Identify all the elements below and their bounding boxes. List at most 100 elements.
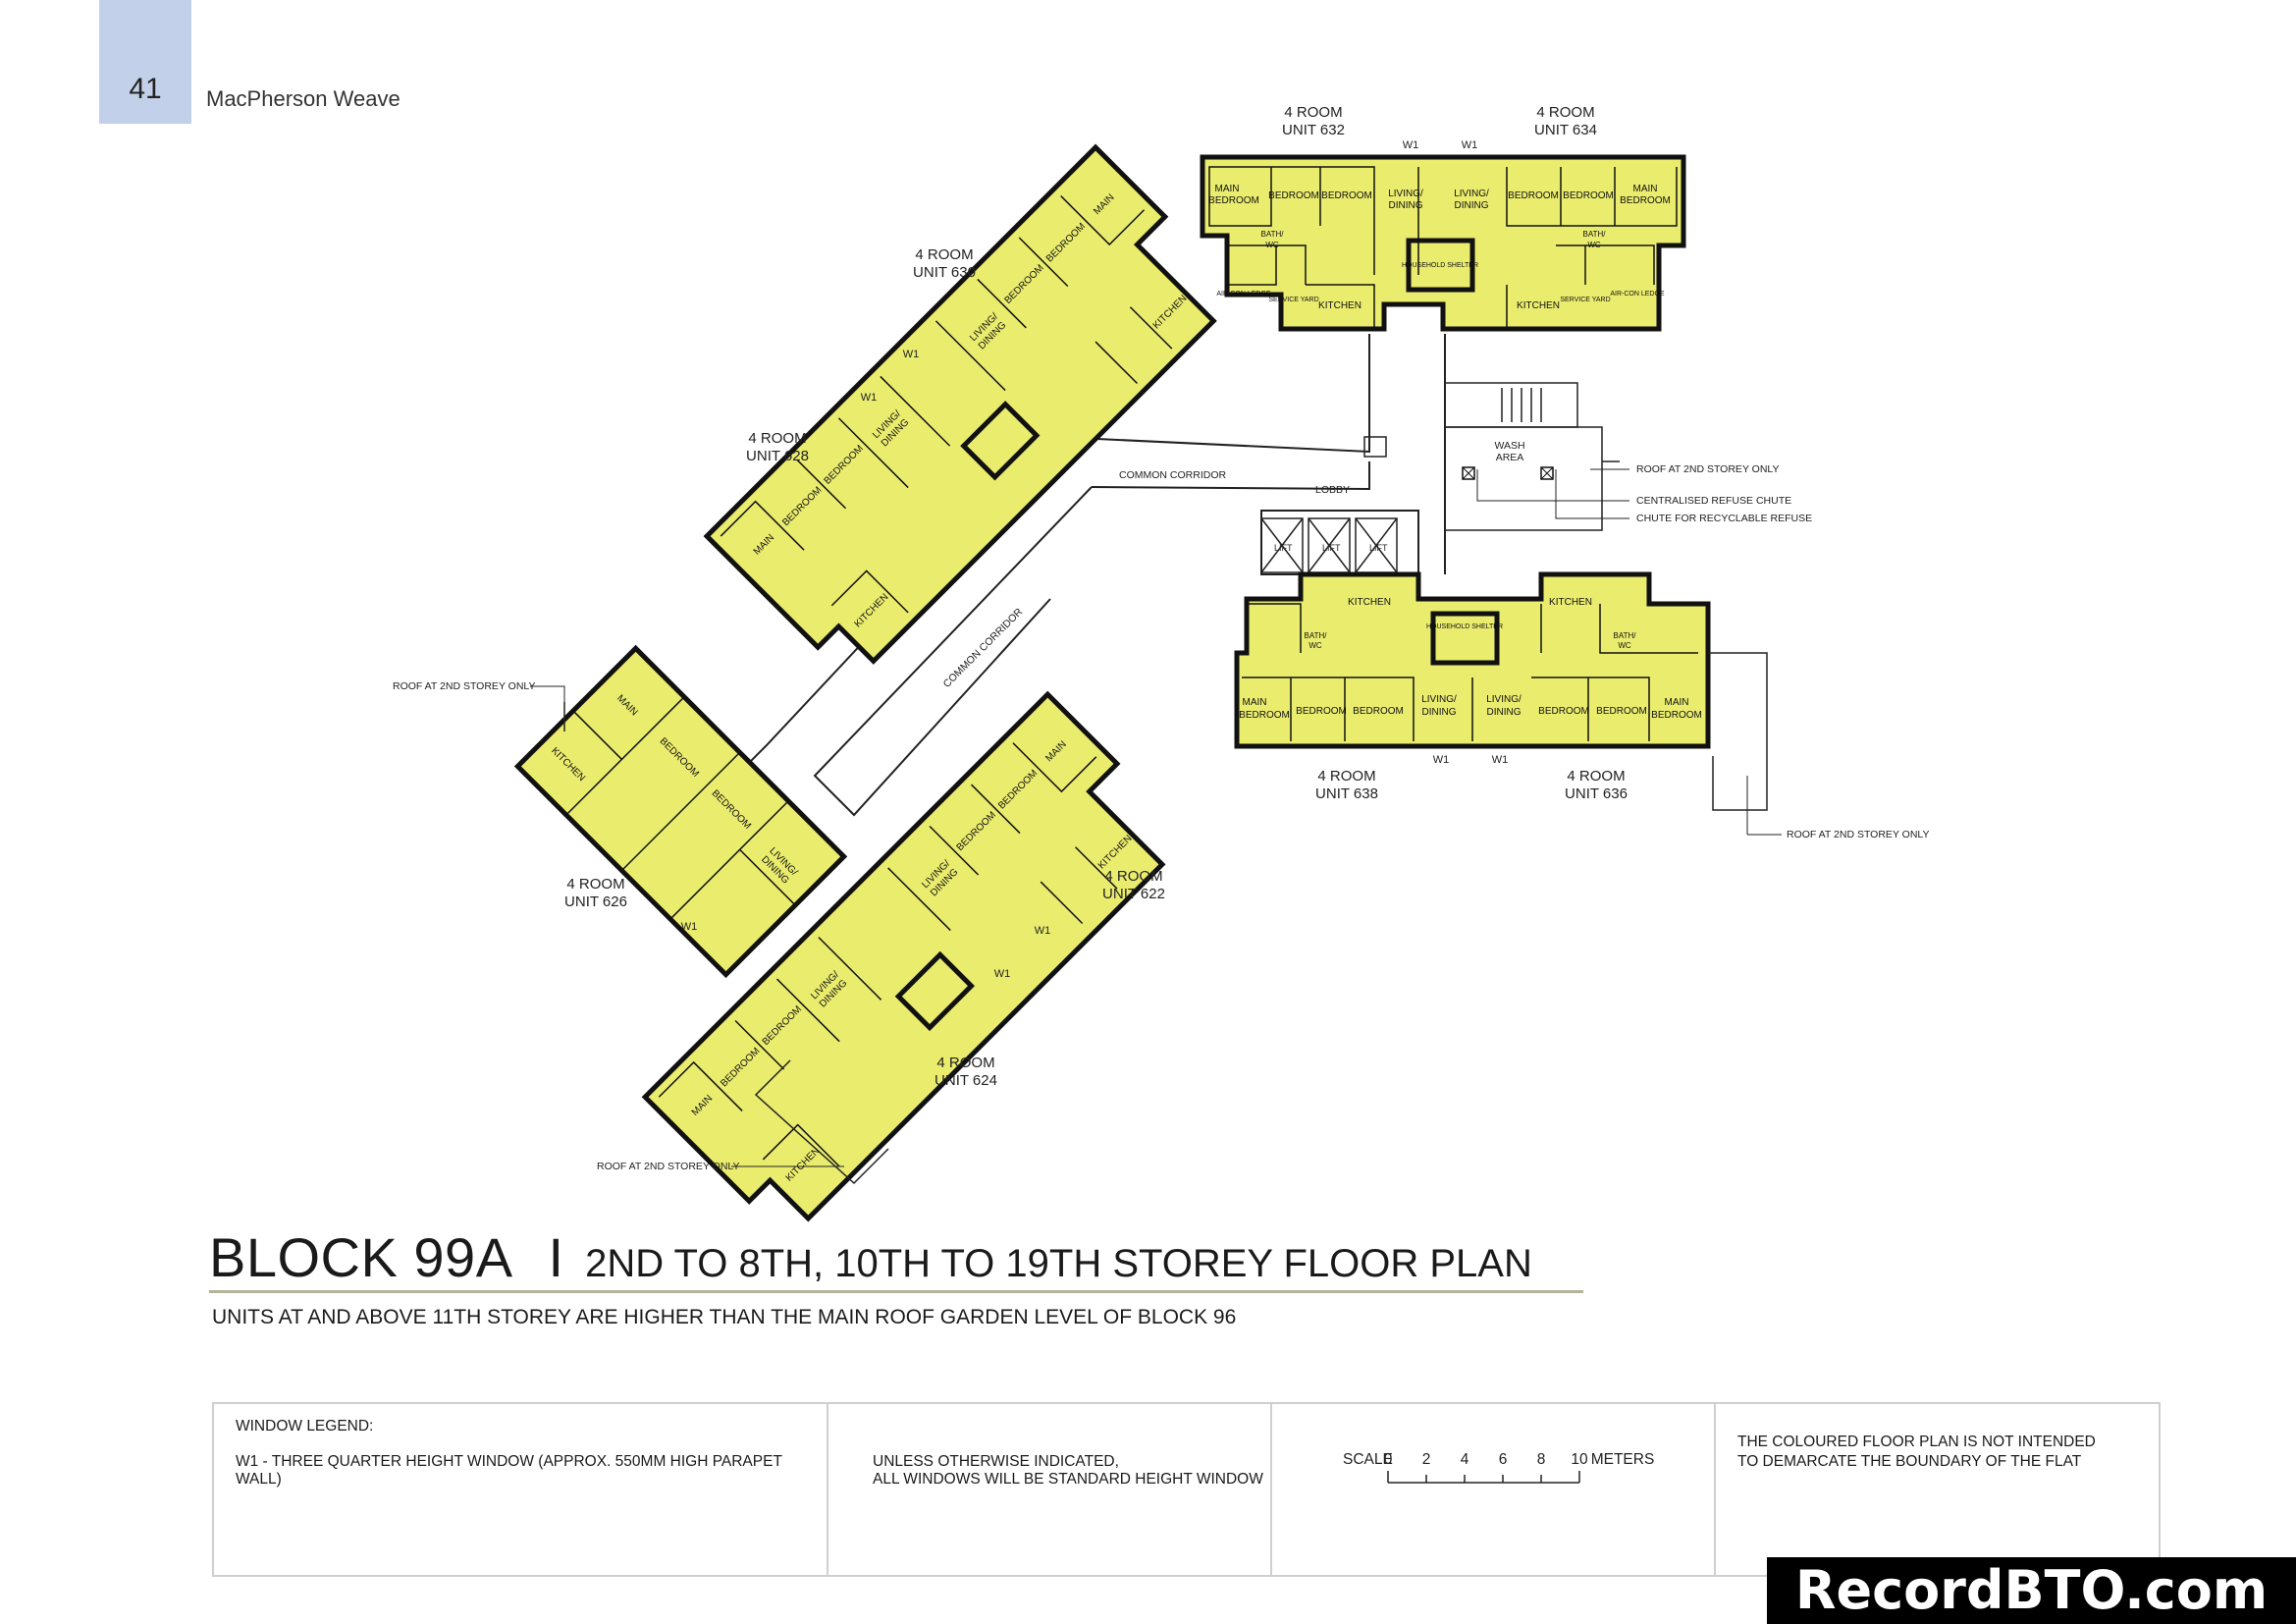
- unit-636-type: 4 ROOM: [1567, 768, 1625, 785]
- room-bedroom: BEDROOM: [1268, 190, 1319, 201]
- unit-630-label: UNIT 630: [913, 264, 976, 281]
- scale-unit: METERS: [1591, 1451, 1655, 1468]
- room-bedroom: BEDROOM: [1321, 190, 1372, 201]
- room-bedroom: BEDROOM: [1563, 190, 1614, 201]
- lift-label: LIFT: [1322, 543, 1341, 553]
- window-tag: W1: [861, 392, 878, 404]
- room-bedroom: BEDROOM: [1296, 706, 1347, 717]
- room-living: LIVING/: [1486, 694, 1522, 705]
- wing-d-west: [513, 644, 848, 979]
- roof-2nd-label: ROOF AT 2ND STOREY ONLY: [597, 1161, 739, 1172]
- wing-a: [1200, 154, 1686, 332]
- standard-window-note-2: ALL WINDOWS WILL BE STANDARD HEIGHT WIND…: [873, 1471, 1263, 1488]
- room-living-2: DINING: [1455, 200, 1489, 211]
- room-wc: WC: [1308, 641, 1322, 650]
- scale-bar: SCALE 0 2 4 6 8 10 METERS: [1272, 1404, 1716, 1575]
- refuse-core: [1444, 382, 1620, 531]
- wash-area-label-2: AREA: [1496, 452, 1524, 463]
- room-main-2: BEDROOM: [1208, 195, 1259, 206]
- window-tag: W1: [903, 349, 920, 360]
- room-aircon: AIR-CON LEDGE: [1610, 291, 1665, 298]
- scale-label: SCALE: [1343, 1451, 1393, 1468]
- window-tag: W1: [1035, 925, 1051, 937]
- room-wc: WC: [1587, 241, 1601, 249]
- lobby-label: LOBBY: [1315, 484, 1350, 496]
- unit-628-label: UNIT 628: [746, 448, 809, 464]
- refuse-chute-label: CENTRALISED REFUSE CHUTE: [1636, 495, 1791, 507]
- room-main-2: BEDROOM: [1239, 710, 1290, 721]
- unit-634-label: UNIT 634: [1534, 122, 1597, 138]
- unit-636-label: UNIT 636: [1565, 785, 1628, 802]
- block-name: BLOCK 99A: [209, 1226, 513, 1288]
- room-living: LIVING/: [1421, 694, 1457, 705]
- unit-632-label: UNIT 632: [1282, 122, 1345, 138]
- room-bedroom: BEDROOM: [1538, 706, 1589, 717]
- room-bath: BATH/: [1583, 230, 1607, 239]
- unit-622-label: UNIT 622: [1102, 886, 1165, 902]
- title-separator: I: [548, 1226, 564, 1288]
- room-kitchen: KITCHEN: [1318, 300, 1362, 311]
- unit-638-label: UNIT 638: [1315, 785, 1378, 802]
- roof-2nd-label: ROOF AT 2ND STOREY ONLY: [393, 680, 535, 692]
- unit-622-type: 4 ROOM: [1104, 868, 1162, 885]
- room-wc: WC: [1265, 241, 1279, 249]
- project-name: MacPherson Weave: [206, 86, 400, 111]
- unit-628-type: 4 ROOM: [748, 430, 806, 447]
- room-kitchen: KITCHEN: [1549, 597, 1592, 608]
- room-main-2: BEDROOM: [1651, 710, 1702, 721]
- scale-tick-2: 2: [1422, 1451, 1431, 1468]
- room-living-2: DINING: [1422, 707, 1457, 718]
- room-service-yard: SERVICE YARD: [1268, 297, 1318, 303]
- storey-note: UNITS AT AND ABOVE 11TH STOREY ARE HIGHE…: [212, 1306, 1237, 1328]
- room-kitchen: KITCHEN: [1348, 597, 1391, 608]
- page-tab: [99, 0, 191, 124]
- scale-tick-8: 8: [1537, 1451, 1546, 1468]
- title-rule: [209, 1290, 1583, 1293]
- wing-b: [703, 143, 1217, 665]
- window-tags: W1 W1 W1 W1 W1 W1 W1 W1 W1: [681, 139, 1509, 980]
- lift-label: LIFT: [1274, 543, 1293, 553]
- room-living-2: DINING: [1487, 707, 1522, 718]
- room-main: MAIN: [1243, 697, 1267, 708]
- room-aircon: AIR-CON LEDGE: [1216, 291, 1271, 298]
- wing-c: [1234, 571, 1711, 749]
- legend-box: WINDOW LEGEND: W1 - THREE QUARTER HEIGHT…: [212, 1402, 2161, 1577]
- room-wc: WC: [1618, 641, 1631, 650]
- room-service-yard: SERVICE YARD: [1560, 297, 1610, 303]
- room-bedroom: BEDROOM: [1353, 706, 1404, 717]
- room-bedroom: BEDROOM: [1596, 706, 1647, 717]
- window-tag: W1: [994, 968, 1011, 980]
- room-living-2: DINING: [1389, 200, 1423, 211]
- room-living: LIVING/: [1388, 189, 1423, 199]
- watermark: RecordBTO.com: [1767, 1557, 2296, 1624]
- room-bedroom: BEDROOM: [1508, 190, 1559, 201]
- window-tag: W1: [1492, 754, 1509, 766]
- refuse-chute-icon: [1462, 466, 1475, 480]
- room-bath: BATH/: [1614, 631, 1637, 640]
- lift-label: LIFT: [1369, 543, 1388, 553]
- roof-2nd-label: ROOF AT 2ND STOREY ONLY: [1636, 463, 1779, 475]
- room-main: MAIN: [1633, 184, 1658, 194]
- window-tag: W1: [1433, 754, 1450, 766]
- window-tag: W1: [1462, 139, 1478, 151]
- window-tag: W1: [1403, 139, 1419, 151]
- room-main: MAIN: [1215, 184, 1240, 194]
- unit-labels: 4 ROOM UNIT 632 4 ROOM UNIT 634 4 ROOM U…: [564, 104, 1628, 1089]
- room-shelter: HOUSEHOLD SHELTER: [1426, 623, 1503, 630]
- wash-area-label: WASH: [1494, 440, 1524, 452]
- unit-624-type: 4 ROOM: [936, 1055, 994, 1071]
- scale-tick-10: 10: [1571, 1451, 1588, 1468]
- common-corridor-label: COMMON CORRIDOR: [1119, 469, 1226, 481]
- common-corridor-label-2: COMMON CORRIDOR: [941, 606, 1026, 690]
- unit-624-label: UNIT 624: [934, 1072, 997, 1089]
- room-kitchen: KITCHEN: [1517, 300, 1560, 311]
- room-shelter: HOUSEHOLD SHELTER: [1402, 262, 1478, 269]
- standard-window-note: UNLESS OTHERWISE INDICATED, ALL WINDOWS …: [828, 1404, 1272, 1575]
- room-main-2: BEDROOM: [1620, 195, 1671, 206]
- unit-634-type: 4 ROOM: [1536, 104, 1594, 121]
- leader-lines: [530, 468, 1782, 1167]
- scale-tick-4: 4: [1461, 1451, 1469, 1468]
- room-main: MAIN: [1665, 697, 1689, 708]
